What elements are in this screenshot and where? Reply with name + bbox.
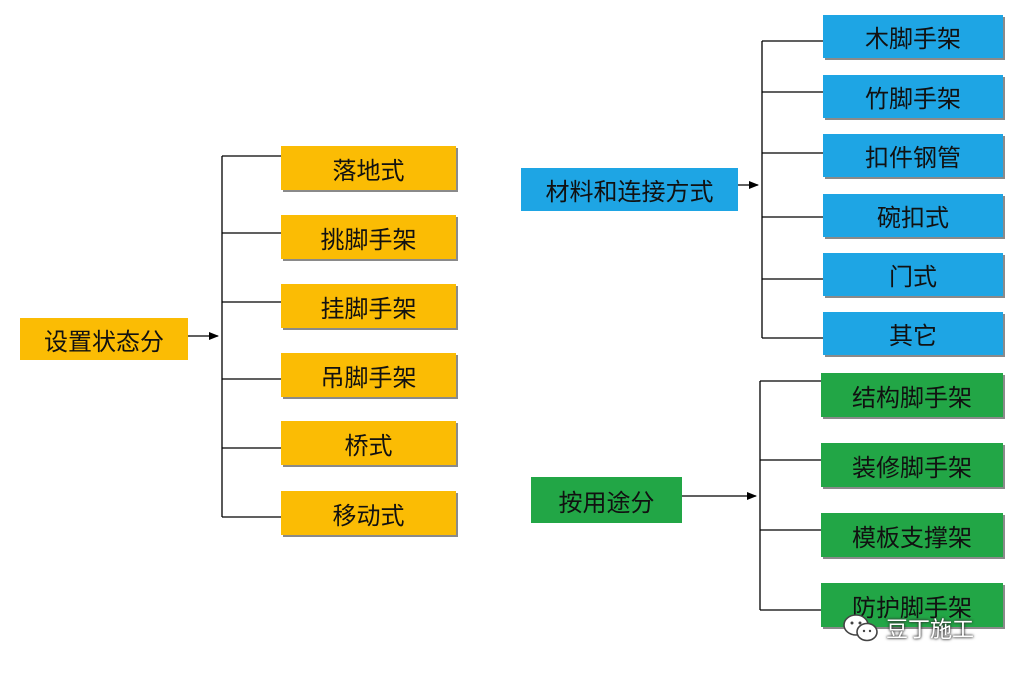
node-label: 材料和连接方式 bbox=[545, 178, 714, 206]
node-status-2: 挂脚手架 bbox=[281, 284, 456, 328]
node-status-5: 移动式 bbox=[281, 491, 456, 535]
node-status-1: 挑脚手架 bbox=[281, 215, 456, 259]
node-material-3: 碗扣式 bbox=[823, 194, 1003, 237]
node-label: 挑脚手架 bbox=[320, 225, 417, 254]
node-label: 设置状态分 bbox=[44, 327, 164, 356]
node-usage-0: 结构脚手架 bbox=[821, 373, 1003, 417]
node-label: 装修脚手架 bbox=[852, 453, 972, 482]
node-label: 木脚手架 bbox=[865, 25, 961, 53]
node-material-0: 木脚手架 bbox=[823, 15, 1003, 58]
node-material-4: 门式 bbox=[823, 253, 1003, 296]
node-label: 门式 bbox=[889, 263, 937, 291]
node-label: 其它 bbox=[889, 322, 937, 350]
watermark: 豆丁施工 bbox=[842, 612, 974, 644]
wechat-icon bbox=[843, 614, 878, 642]
watermark-text: 豆丁施工 bbox=[886, 618, 975, 643]
node-usage-2: 模板支撑架 bbox=[821, 513, 1003, 557]
node-label: 按用途分 bbox=[558, 488, 655, 517]
node-label: 模板支撑架 bbox=[852, 523, 972, 552]
node-label: 结构脚手架 bbox=[852, 383, 972, 412]
node-usage-1: 装修脚手架 bbox=[821, 443, 1003, 487]
node-root-usage: 按用途分 bbox=[531, 477, 682, 523]
node-root-material: 材料和连接方式 bbox=[521, 168, 738, 211]
node-status-3: 吊脚手架 bbox=[281, 353, 456, 397]
node-label: 吊脚手架 bbox=[320, 363, 417, 392]
node-label: 挂脚手架 bbox=[320, 294, 417, 323]
node-label: 竹脚手架 bbox=[865, 85, 961, 113]
node-root-status: 设置状态分 bbox=[20, 318, 188, 360]
node-material-1: 竹脚手架 bbox=[823, 75, 1003, 118]
node-label: 碗扣式 bbox=[877, 204, 949, 232]
node-label: 移动式 bbox=[332, 501, 405, 530]
node-label: 扣件钢管 bbox=[865, 144, 961, 172]
node-material-2: 扣件钢管 bbox=[823, 134, 1003, 177]
node-label: 落地式 bbox=[332, 156, 405, 185]
node-label: 防护脚手架 bbox=[852, 593, 972, 622]
node-status-4: 桥式 bbox=[281, 421, 456, 465]
node-material-5: 其它 bbox=[823, 312, 1003, 355]
node-label: 桥式 bbox=[344, 431, 393, 460]
node-status-0: 落地式 bbox=[281, 146, 456, 190]
